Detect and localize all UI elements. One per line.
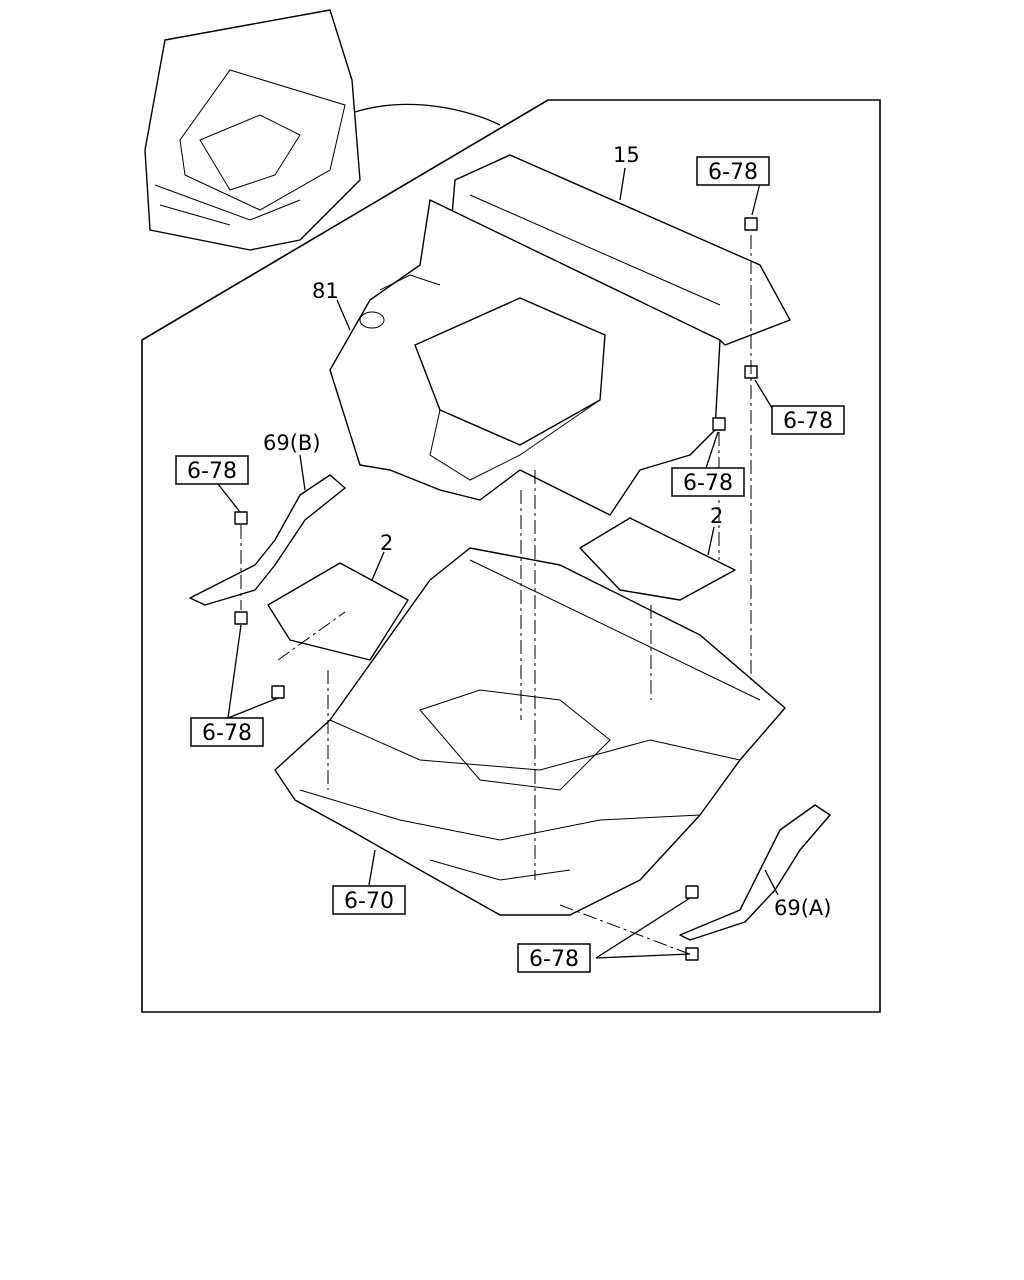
bolt-left-mid — [234, 611, 248, 625]
svg-text:6-78: 6-78 — [187, 459, 237, 484]
leader-lines — [217, 167, 779, 959]
bolt-bottom-upper — [685, 885, 699, 899]
bolt-top — [744, 217, 758, 231]
ref-box-left-upper: 6-78 — [175, 455, 249, 485]
ref-box-bottom: 6-78 — [517, 943, 591, 973]
bolt-left-lower — [271, 685, 285, 699]
callout-15: 15 — [613, 143, 640, 167]
step-69a — [679, 804, 831, 941]
svg-text:6-78: 6-78 — [783, 409, 833, 434]
pad-2-left — [267, 562, 409, 661]
step-69b — [189, 474, 346, 606]
svg-text:6-78: 6-78 — [529, 947, 579, 972]
cab-overview-inset — [144, 9, 501, 251]
callout-69b: 69(B) — [263, 431, 321, 455]
callout-69a: 69(A) — [774, 896, 831, 920]
svg-text:6-78: 6-78 — [683, 471, 733, 496]
callout-2-left: 2 — [380, 531, 393, 555]
svg-text:6-78: 6-78 — [202, 721, 252, 746]
ref-box-top: 6-78 — [696, 156, 770, 186]
floor-assembly — [274, 547, 786, 916]
callout-2-right: 2 — [710, 504, 723, 528]
callout-81: 81 — [312, 279, 339, 303]
ref-box-floor: 6-70 — [332, 885, 406, 915]
tunnel-cover-81 — [329, 199, 721, 516]
ref-box-mid: 6-78 — [671, 467, 745, 497]
bolt-mid — [712, 417, 726, 431]
svg-text:6-78: 6-78 — [708, 160, 758, 185]
ref-box-left-lower: 6-78 — [190, 717, 264, 747]
bolt-left-upper — [234, 511, 248, 525]
diagram-frame — [141, 99, 881, 1013]
svg-text:6-70: 6-70 — [344, 889, 394, 914]
pad-2-right — [579, 517, 736, 601]
ref-box-right: 6-78 — [771, 405, 845, 435]
